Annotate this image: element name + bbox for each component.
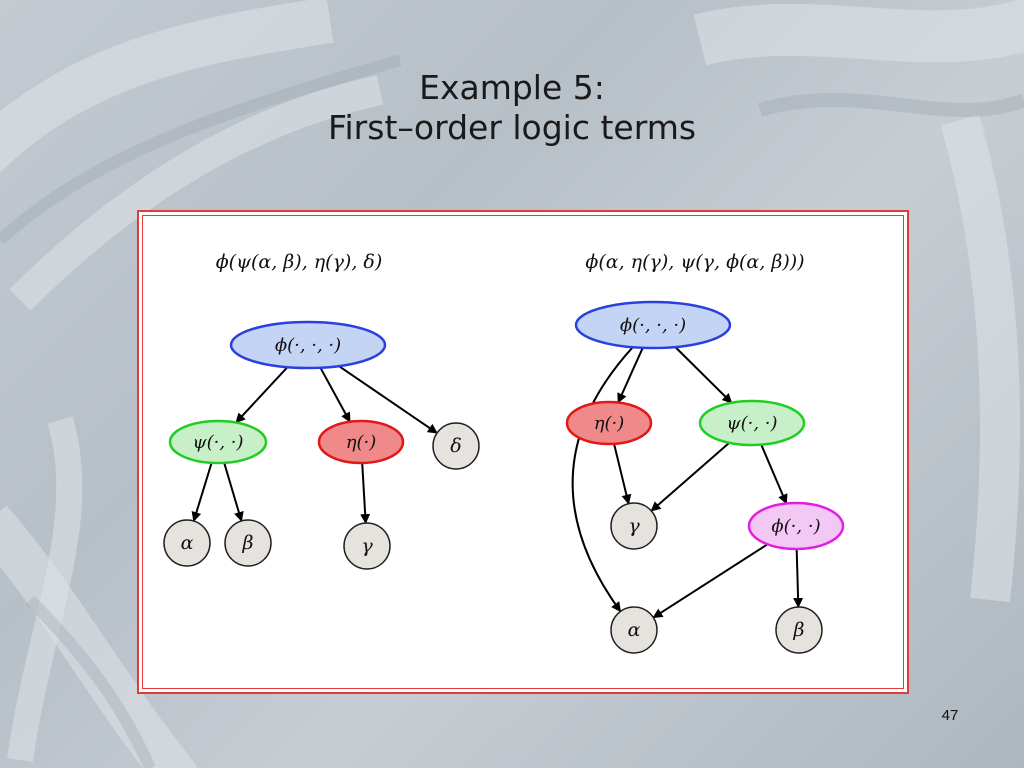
node-label-r-psi: ψ(·, ·) [726, 413, 777, 434]
edge-r-psi-to-r-phi2 [760, 444, 788, 505]
edge-r-psi-to-r-gamma [650, 442, 730, 512]
edge-l-phi-to-l-psi [235, 366, 289, 424]
edge-r-phi-to-r-alpha [571, 346, 634, 613]
node-r-phi2: ϕ(·, ·) [747, 501, 845, 551]
right-term-expression: ϕ(α, η(γ), ψ(γ, ϕ(α, β))) [585, 251, 804, 273]
node-r-alpha: α [610, 606, 658, 654]
nodes-layer: ϕ(·, ·, ·) ψ(·, ·) η(·) δ α β γ ϕ(·, ·, ·) η(·) ψ… [163, 300, 845, 654]
edge-l-phi-to-l-eta [319, 367, 351, 423]
node-shape-r-psi [698, 399, 806, 447]
node-label-l-delta: δ [450, 435, 461, 457]
node-shape-l-eta [317, 419, 405, 465]
node-l-alpha: α [163, 519, 211, 567]
edge-l-eta-to-l-gamma [360, 462, 371, 525]
node-label-r-beta: β [793, 619, 805, 641]
slide-number: 47 [941, 707, 959, 724]
node-r-phi: ϕ(·, ·, ·) [574, 300, 732, 350]
node-label-l-beta: β [242, 532, 254, 554]
node-label-r-phi2: ϕ(·, ·) [771, 516, 820, 537]
node-r-beta: β [775, 606, 823, 654]
edge-r-phi2-to-r-alpha [652, 543, 769, 619]
edge-l-phi-to-l-delta [338, 365, 438, 434]
node-r-gamma: γ [610, 502, 658, 550]
edge-l-psi-to-l-alpha [191, 462, 213, 522]
edge-r-eta-to-r-gamma [613, 443, 632, 505]
slide-title: Example 5: First–order logic terms [0, 68, 1024, 148]
node-shape-l-alpha [163, 519, 211, 567]
node-l-beta: β [224, 519, 272, 567]
node-r-psi: ψ(·, ·) [698, 399, 806, 447]
node-shape-r-beta [775, 606, 823, 654]
node-l-eta: η(·) [317, 419, 405, 465]
node-shape-r-gamma [610, 502, 658, 550]
node-shape-l-delta [432, 422, 480, 470]
node-l-phi: ϕ(·, ·, ·) [229, 320, 387, 370]
node-shape-r-eta [565, 400, 653, 446]
node-l-gamma: γ [343, 522, 391, 570]
node-label-l-gamma: γ [361, 535, 373, 557]
edge-r-phi2-to-r-beta [793, 548, 804, 609]
node-shape-r-phi [574, 300, 732, 350]
left-term-expression: ϕ(ψ(α, β), η(γ), δ) [216, 251, 383, 273]
node-label-l-psi: ψ(·, ·) [192, 432, 243, 453]
edge-r-phi-to-r-eta [617, 347, 644, 404]
node-label-r-phi: ϕ(·, ·, ·) [620, 315, 686, 336]
node-label-r-alpha: α [628, 619, 641, 641]
node-label-r-gamma: γ [628, 515, 640, 537]
term-graphs: ϕ(ψ(α, β), η(γ), δ) ϕ(α, η(γ), ψ(γ, ϕ(α,… [163, 251, 845, 654]
node-label-l-eta: η(·) [346, 432, 377, 453]
edge-l-psi-to-l-beta [223, 462, 244, 522]
edges-layer [191, 346, 804, 619]
node-label-r-eta: η(·) [594, 413, 625, 434]
node-shape-l-phi [229, 320, 387, 370]
diagram-panel: ϕ(ψ(α, β), η(γ), δ) ϕ(α, η(γ), ψ(γ, ϕ(α,… [137, 210, 909, 694]
node-shape-l-psi [168, 419, 268, 465]
slide-title-line2: First–order logic terms [327, 108, 697, 147]
node-label-l-alpha: α [181, 532, 194, 554]
node-shape-r-phi2 [747, 501, 845, 551]
slide-title-line1: Example 5: [419, 68, 605, 107]
node-shape-l-gamma [343, 522, 391, 570]
node-r-eta: η(·) [565, 400, 653, 446]
node-l-delta: δ [432, 422, 480, 470]
node-label-l-phi: ϕ(·, ·, ·) [275, 335, 341, 356]
node-shape-r-alpha [610, 606, 658, 654]
node-l-psi: ψ(·, ·) [168, 419, 268, 465]
edge-r-phi-to-r-psi [674, 346, 733, 404]
node-shape-l-beta [224, 519, 272, 567]
